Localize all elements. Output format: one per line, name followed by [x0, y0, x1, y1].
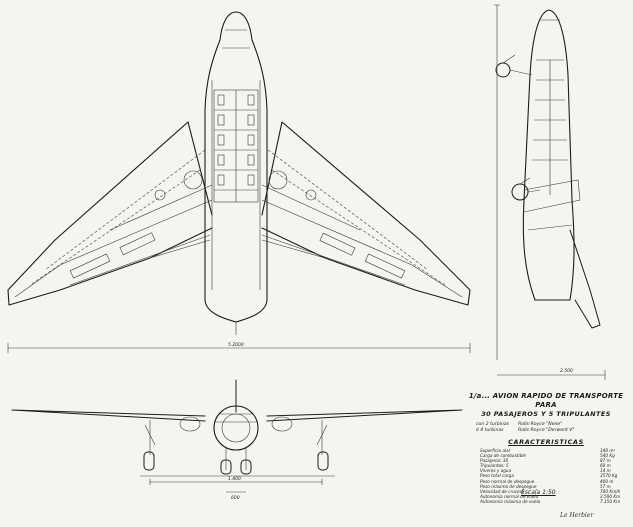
plan-view: 5.2000 — [7, 11, 471, 353]
engine-count: ó 4 turbinas — [476, 428, 504, 433]
title-block: 1/a... AVION RAPIDO DE TRANSPORTE PARA 3… — [462, 392, 630, 504]
front-gear-label: 1.400 — [228, 476, 241, 482]
spec-label: Velocidad de crucero — [480, 488, 525, 494]
spec-row: Autonomía máxima de vuelo 7.150 Km — [480, 499, 628, 504]
spec-label: Carga de combustible — [480, 453, 526, 459]
plan-span-dimension — [7, 343, 471, 353]
plan-engines — [154, 170, 317, 201]
front-gear-dimension — [149, 479, 323, 493]
title-line-2: 30 PASAJEROS Y 5 TRIPULANTES — [481, 410, 611, 418]
spec-value: 57 m — [600, 483, 611, 489]
spec-label: Peso total carga — [480, 473, 514, 479]
spec-row: Peso total carga 3570 Kg — [480, 473, 628, 478]
plan-wing-dashes — [29, 149, 446, 286]
side-tail-fin — [569, 229, 601, 329]
front-small-label: 600 — [231, 495, 240, 501]
spec-label: Peso normal de despegue — [480, 478, 535, 484]
spec-label: Tripulantes: 5 — [480, 463, 509, 469]
spec-row: Pasajeros: 30 87 m — [480, 458, 628, 463]
spec-row: Autonomía normal de vuelo 3.500 Km — [480, 494, 628, 499]
spec-value: 540 Kg — [600, 453, 615, 459]
side-main-gear — [511, 177, 541, 201]
spec-value: 140 m² — [600, 448, 616, 453]
spec-row: Velocidad de crucero 700 Km/h — [480, 489, 628, 494]
spec-value: 14 m — [600, 468, 611, 474]
side-nose-gear — [495, 54, 533, 78]
spec-label: Autonomía máxima de vuelo — [480, 498, 541, 504]
plan-control-surfaces — [69, 232, 406, 279]
side-vertical-line — [494, 4, 500, 360]
spec-label: Autonomía normal de vuelo — [480, 493, 539, 499]
plan-fuselage-inner — [211, 29, 261, 335]
engine-row: con 2 turbinas Rolls-Royce "Nene" — [476, 422, 630, 428]
spec-row: Tripulantes: 5 60 m — [480, 463, 628, 468]
spec-label: Pasajeros: 30 — [480, 458, 509, 464]
spec-label: Superficie alar — [480, 448, 511, 453]
spec-value: 400 m — [600, 478, 614, 484]
spec-row: Superficie alar 140 m² — [480, 448, 628, 453]
spec-value: 7.150 Km — [600, 498, 621, 504]
spec-value: 3570 Kg — [600, 473, 618, 479]
spec-value: 60 m — [600, 463, 611, 469]
spec-label: Peso máximo de despegue — [480, 483, 537, 489]
side-fuselage — [522, 9, 575, 301]
front-fuselage — [213, 405, 259, 451]
engine-model: Rolls-Royce "Derwent V" — [518, 428, 575, 433]
plan-span-label: 5.2000 — [228, 342, 244, 348]
signature: Le Herbier — [560, 512, 594, 519]
specs-header: CARACTERISTICAS — [508, 438, 584, 446]
side-view: 2.500 — [494, 4, 606, 380]
front-view: 1.400 600 — [11, 379, 463, 501]
spec-row: Carga de combustible 540 Kg — [480, 453, 628, 458]
spec-row: Víveres y agua 14 m — [480, 468, 628, 473]
side-length-label: 2.500 — [560, 368, 573, 374]
side-wing — [523, 179, 581, 231]
plan-wing-structure — [14, 184, 463, 298]
plan-seat-grid — [213, 89, 259, 203]
scale-label: Escala 1:50 — [521, 489, 556, 496]
front-wing — [11, 409, 463, 422]
title-line-1: 1/a... AVION RAPIDO DE TRANSPORTE PARA — [468, 392, 624, 409]
side-fuselage-inner — [532, 19, 568, 195]
front-landing-gear — [143, 420, 329, 475]
plan-wing-outline — [7, 121, 471, 306]
engine-model: Rolls-Royce "Nene" — [518, 422, 563, 427]
spec-row: Peso normal de despegue 400 m — [480, 479, 628, 484]
engine-row: ó 4 turbinas Rolls-Royce "Derwent V" — [476, 428, 630, 434]
spec-value: 87 m — [600, 458, 611, 464]
spec-label: Víveres y agua — [480, 468, 512, 474]
spec-value: 3.500 Km — [600, 493, 621, 499]
engine-count: con 2 turbinas — [476, 422, 510, 427]
side-length-dimension — [497, 370, 606, 380]
spec-row: Peso máximo de despegue 57 m — [480, 484, 628, 489]
front-nacelles — [179, 416, 293, 432]
spec-value: 700 Km/h — [600, 488, 621, 494]
